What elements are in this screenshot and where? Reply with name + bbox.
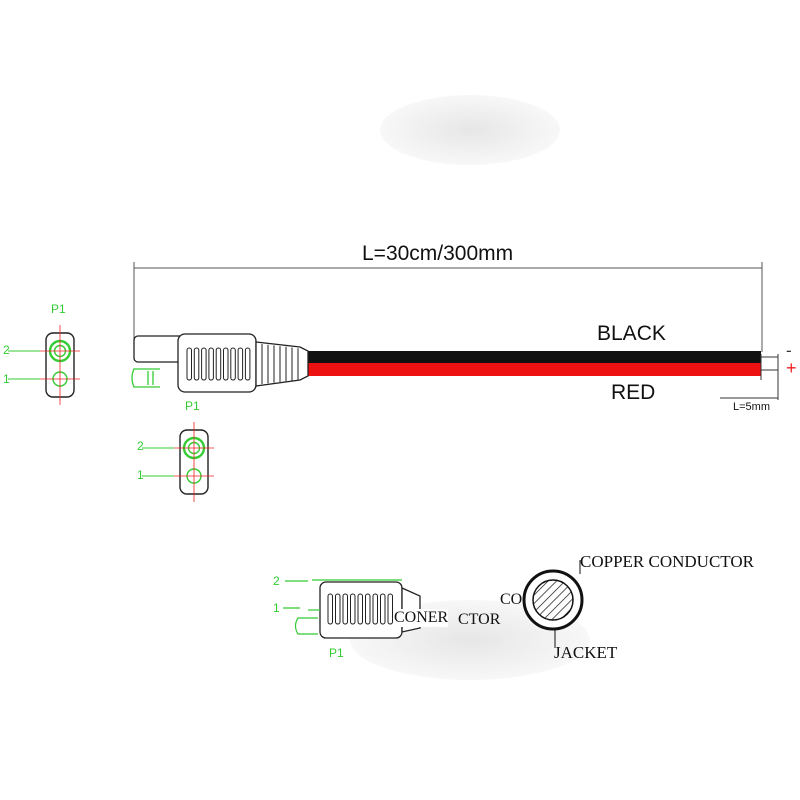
grip-rib bbox=[244, 347, 251, 381]
grip-rib bbox=[350, 593, 356, 625]
connector-side-view bbox=[283, 579, 421, 639]
red-wire-label: RED bbox=[611, 381, 656, 404]
grip-rib bbox=[365, 593, 371, 625]
connector-grip-ribs bbox=[327, 593, 393, 625]
connector-label-tail: CTOR bbox=[458, 611, 501, 628]
grip-rib bbox=[380, 593, 386, 625]
grip-rib bbox=[237, 347, 244, 381]
pin-1-label: 1 bbox=[273, 601, 280, 615]
pinout-title: P1 bbox=[185, 399, 200, 413]
grip-rib bbox=[201, 347, 207, 381]
cross-section-fragment: CO bbox=[500, 591, 523, 608]
black-wire bbox=[306, 351, 761, 363]
black-wire-label: BLACK bbox=[597, 322, 666, 345]
cable-cross-section bbox=[522, 560, 584, 648]
grip-rib bbox=[327, 593, 333, 625]
pin-2-label: 2 bbox=[273, 574, 280, 588]
pin-1-label: 1 bbox=[3, 372, 10, 386]
sae-connector bbox=[131, 333, 309, 393]
pin-1-label: 1 bbox=[137, 468, 144, 482]
connector-label: CONER bbox=[394, 609, 449, 627]
strain-relief-boot bbox=[261, 344, 299, 384]
grip-rib bbox=[215, 347, 222, 381]
grip-rib bbox=[335, 593, 341, 625]
pin-2-label: 2 bbox=[137, 439, 144, 453]
pinout-diagram-left bbox=[8, 325, 80, 405]
connector-title: P1 bbox=[329, 646, 344, 660]
cable-wires bbox=[306, 351, 779, 400]
negative-sign: - bbox=[786, 341, 792, 360]
pinout-diagram-lower bbox=[142, 422, 214, 502]
jacket-label: JACKET bbox=[554, 643, 618, 662]
connector-grip-ribs bbox=[186, 347, 251, 381]
background-smudge bbox=[380, 95, 560, 165]
grip-rib bbox=[223, 347, 229, 381]
copper-conductor-label: COPPER CONDUCTOR bbox=[580, 552, 754, 571]
length-label: L=30cm/300mm bbox=[362, 242, 514, 265]
grip-rib bbox=[193, 347, 200, 381]
grip-rib bbox=[208, 347, 214, 381]
strip-length-label: L=5mm bbox=[733, 401, 770, 413]
length-dimension bbox=[133, 262, 763, 352]
grip-rib bbox=[230, 347, 236, 381]
grip-rib bbox=[357, 593, 363, 625]
grip-rib bbox=[342, 593, 348, 625]
positive-sign: + bbox=[786, 358, 797, 378]
pinout-title: P1 bbox=[51, 302, 66, 316]
grip-rib bbox=[186, 347, 192, 381]
grip-rib bbox=[387, 593, 393, 625]
copper-conductor bbox=[532, 579, 574, 621]
grip-rib bbox=[372, 593, 378, 625]
pin-2-label: 2 bbox=[3, 343, 10, 357]
red-wire bbox=[306, 363, 761, 376]
